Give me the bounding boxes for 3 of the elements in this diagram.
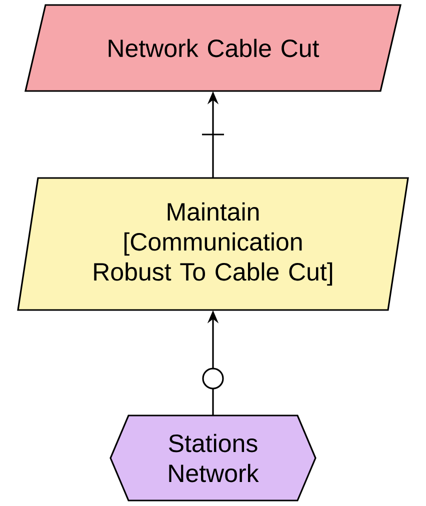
agent-hexagon: Stations Network	[110, 414, 316, 502]
goal-parallelogram: Maintain [Communication Robust To Cable Cut]	[17, 177, 409, 311]
goal-parallelogram: Network Cable Cut	[24, 4, 402, 92]
